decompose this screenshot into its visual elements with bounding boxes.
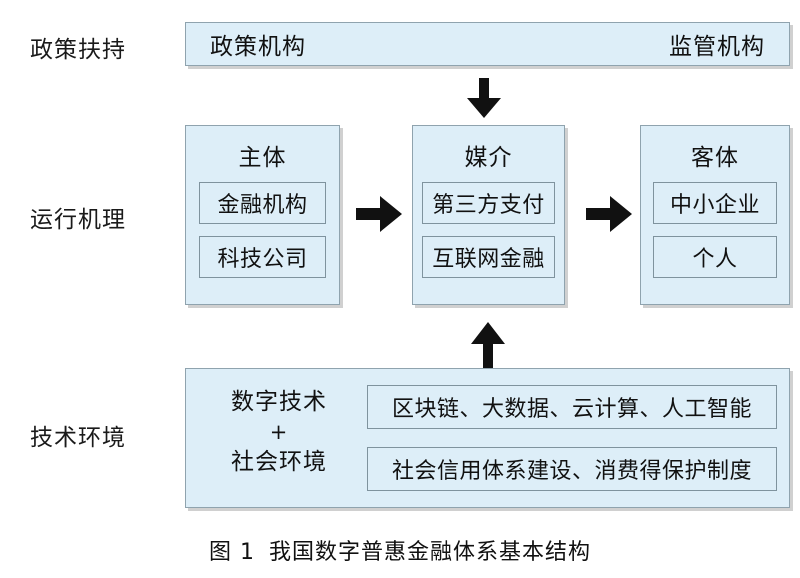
figure-caption-number: 图 1 bbox=[208, 540, 255, 565]
chip-third-party-payment[interactable]: 第三方支付 bbox=[422, 182, 555, 224]
environment-digital-technology-label: 数字技术 bbox=[231, 389, 327, 415]
environment-left-stack: 数字技术 + 社会环境 bbox=[204, 385, 354, 479]
chip-internet-finance[interactable]: 互联网金融 bbox=[422, 236, 555, 278]
chip-sme[interactable]: 中小企业 bbox=[653, 182, 777, 224]
regulatory-institution-label: 监管机构 bbox=[669, 34, 765, 60]
figure-caption: 图 1 我国数字普惠金融体系基本结构 bbox=[0, 534, 800, 566]
environment-panel: 数字技术 + 社会环境 区块链、大数据、云计算、人工智能 社会信用体系建设、消费… bbox=[185, 368, 790, 508]
chip-social-systems[interactable]: 社会信用体系建设、消费得保护制度 bbox=[367, 447, 777, 491]
row-label-policy: 政策扶持 bbox=[30, 37, 126, 63]
chip-tech-company[interactable]: 科技公司 bbox=[199, 236, 326, 278]
figure-caption-title: 我国数字普惠金融体系基本结构 bbox=[268, 540, 591, 565]
arrow-right-icon-subject-to-medium bbox=[356, 193, 402, 235]
column-panel-object: 客体 中小企业 个人 bbox=[640, 125, 790, 305]
column-panel-medium: 媒介 第三方支付 互联网金融 bbox=[412, 125, 565, 305]
chip-individual[interactable]: 个人 bbox=[653, 236, 777, 278]
environment-social-environment-label: 社会环境 bbox=[231, 449, 327, 475]
arrow-down-icon bbox=[464, 78, 504, 118]
arrow-right-icon-medium-to-object bbox=[586, 193, 632, 235]
column-title-subject: 主体 bbox=[238, 145, 287, 171]
policy-band-panel: 政策机构 监管机构 bbox=[185, 22, 790, 66]
column-panel-subject: 主体 金融机构 科技公司 bbox=[185, 125, 340, 305]
chip-financial-institution[interactable]: 金融机构 bbox=[199, 182, 326, 224]
column-title-object: 客体 bbox=[691, 145, 739, 171]
environment-plus-sign: + bbox=[269, 420, 289, 444]
arrow-up-icon bbox=[468, 322, 508, 368]
policy-institution-label: 政策机构 bbox=[210, 34, 306, 60]
chip-digital-technologies[interactable]: 区块链、大数据、云计算、人工智能 bbox=[367, 385, 777, 429]
row-label-environment: 技术环境 bbox=[30, 425, 126, 451]
row-label-mechanism: 运行机理 bbox=[30, 207, 126, 233]
column-title-medium: 媒介 bbox=[464, 145, 513, 171]
